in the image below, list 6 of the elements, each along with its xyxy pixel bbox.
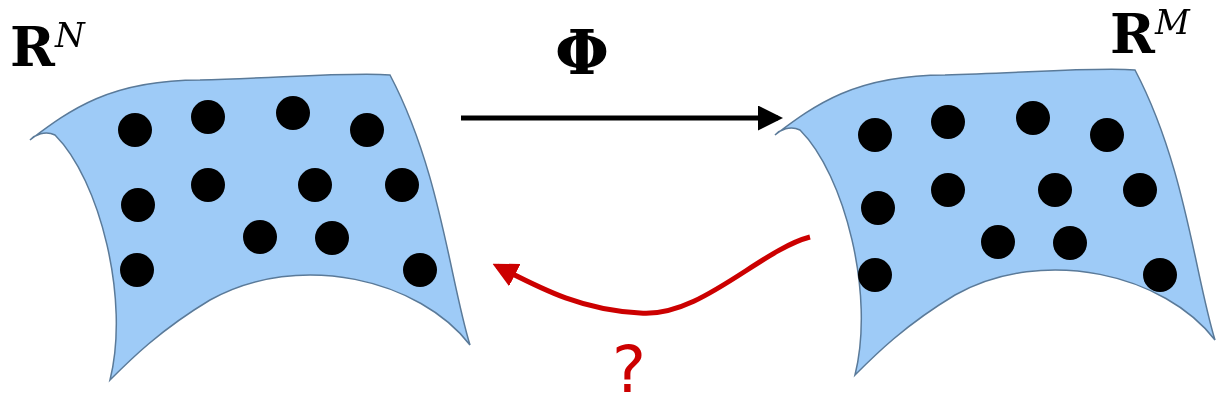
arrow (461, 105, 783, 131)
edge-label: Φ (555, 22, 609, 84)
edge-label: ? (612, 338, 646, 402)
space-label: R$^{N}$ (10, 18, 85, 75)
arrow (492, 234, 811, 316)
space-label: R$^{M}$ (1110, 5, 1190, 62)
